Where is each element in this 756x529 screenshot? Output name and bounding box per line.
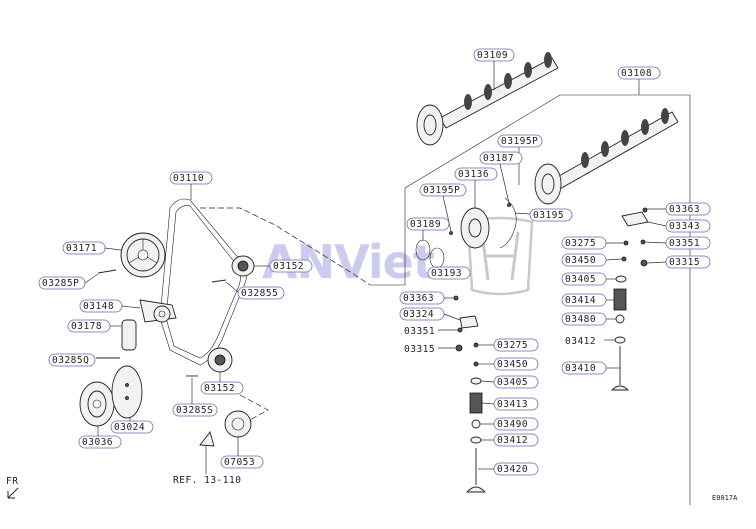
label-03024: 03024: [114, 422, 145, 433]
label-03036: 03036: [82, 437, 113, 448]
ref-part: [199, 431, 215, 447]
label-03189: 03189: [410, 219, 441, 230]
label-03275-a: 03275: [565, 238, 596, 249]
label-03315-b: 03315: [404, 344, 435, 355]
label-07053: 07053: [224, 457, 255, 468]
label-03195P-b: 03195P: [423, 185, 460, 196]
label-03109: 03109: [477, 50, 508, 61]
label-03412-b: 03412: [497, 435, 528, 446]
valve-train: [453, 207, 649, 493]
label-03363-a: 03363: [669, 204, 700, 215]
spring-03178: [121, 319, 137, 351]
label-03315-a: 03315: [669, 257, 700, 268]
label-03110: 03110: [173, 173, 204, 184]
label-03420: 03420: [497, 464, 528, 475]
label-03405-a: 03405: [565, 274, 596, 285]
camshaft-assembly-box: [370, 94, 691, 505]
label-03410: 03410: [565, 363, 596, 374]
front-direction-indicator: FR: [6, 476, 19, 499]
camshaft-pulley: [415, 197, 517, 269]
label-03450-b: 03450: [497, 359, 528, 370]
label-03285P: 03285P: [42, 278, 79, 289]
label-03450-a: 03450: [565, 255, 596, 266]
cam-pulley-03171: [120, 232, 166, 278]
label-03195: 03195: [533, 210, 564, 221]
label-03285S: 03285S: [176, 405, 213, 416]
idler-pulley-lower: [207, 347, 233, 373]
label-03351-b: 03351: [404, 326, 435, 337]
label-03171: 03171: [66, 243, 97, 254]
label-03405-b: 03405: [497, 377, 528, 388]
label-03195P-a: 03195P: [501, 136, 538, 147]
label-03414: 03414: [565, 295, 596, 306]
fr-arrow-icon: [7, 487, 19, 499]
label-03413: 03413: [497, 399, 528, 410]
label-03412-a: 03412: [565, 336, 596, 347]
crank-pulley-03036: [79, 381, 115, 427]
camshaft-upper: [416, 52, 559, 146]
label-03324: 03324: [403, 309, 434, 320]
label-03343: 03343: [669, 221, 700, 232]
timing-plate-03024: [111, 365, 143, 419]
label-03178: 03178: [71, 321, 102, 332]
label-03187: 03187: [483, 153, 514, 164]
label-03285Q: 03285Q: [52, 355, 89, 366]
ref-label: REF. 13-110: [173, 475, 241, 486]
label-03148: 03148: [83, 301, 114, 312]
timing-belt: [159, 198, 371, 421]
idler-pulley-upper: [231, 255, 255, 277]
label-03480: 03480: [565, 314, 596, 325]
label-032855: 032855: [241, 288, 278, 299]
label-03351-a: 03351: [669, 238, 700, 249]
watermark: ANViet: [262, 216, 534, 296]
fr-label: FR: [6, 476, 18, 487]
label-03490: 03490: [497, 419, 528, 430]
label-03108: 03108: [621, 68, 652, 79]
label-03193: 03193: [431, 268, 462, 279]
tensioner-03148: [139, 299, 177, 323]
label-03136: 03136: [458, 169, 489, 180]
crank-gear-07053: [224, 410, 252, 438]
bolts: [96, 269, 227, 377]
camshaft-lower: [534, 108, 679, 205]
label-03152-upper: 03152: [273, 261, 304, 272]
label-03275-b: 03275: [497, 340, 528, 351]
label-03152-lower: 03152: [204, 383, 235, 394]
label-03363-b: 03363: [403, 293, 434, 304]
callouts: 03109 03108 03110 03171 03285P 03152 032…: [38, 48, 711, 486]
diagram-code: E0017A: [712, 494, 738, 502]
